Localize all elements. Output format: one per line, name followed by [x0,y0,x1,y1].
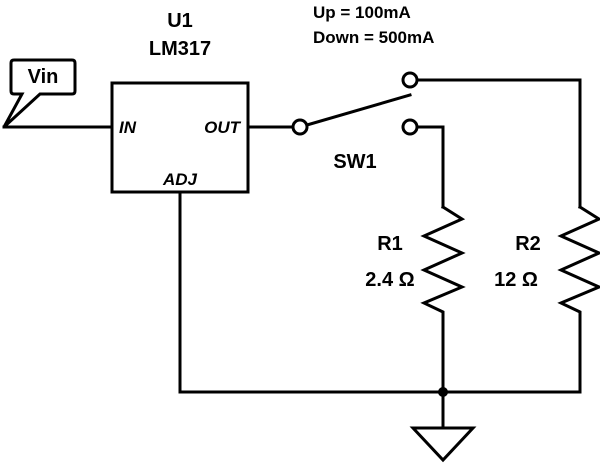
r2-zigzag [557,204,600,394]
wire-adj-to-bus [178,190,582,394]
regulator-designator: U1 [167,10,193,32]
r1-value: 2.4 Ω [365,269,414,291]
regulator-u1: U1 LM317 IN OUT ADJ [110,10,250,194]
vin-label: Vin [28,66,59,88]
regulator-part-number: LM317 [149,38,211,60]
switch-down-terminal [401,118,419,136]
switch-designator: SW1 [333,151,376,173]
pin-adj-label: ADJ [162,170,198,189]
resistor-r2: R2 12 Ω [494,204,600,394]
switch-up-terminal [401,71,419,89]
r2-designator: R2 [515,233,541,255]
vin-port: Vin [2,58,77,129]
r1-designator: R1 [377,233,403,255]
switch-common-terminal [291,118,309,136]
resistor-r1: R1 2.4 Ω [365,204,466,394]
wire-up-to-r2 [415,78,582,209]
switch-note-up: Up = 100mA [313,3,411,22]
ground-icon [409,390,477,463]
r2-value: 12 Ω [494,269,538,291]
switch-note-down: Down = 500mA [313,28,434,47]
vin-port-bubble [2,58,77,129]
ground-triangle [409,426,477,463]
pin-in-label: IN [119,118,137,137]
pin-out-label: OUT [204,118,242,137]
r1-zigzag [420,204,466,394]
switch-lever [305,93,412,127]
wire-down-to-r1 [415,125,445,209]
switch-sw1: Up = 100mA Down = 500mA SW1 [291,3,434,173]
